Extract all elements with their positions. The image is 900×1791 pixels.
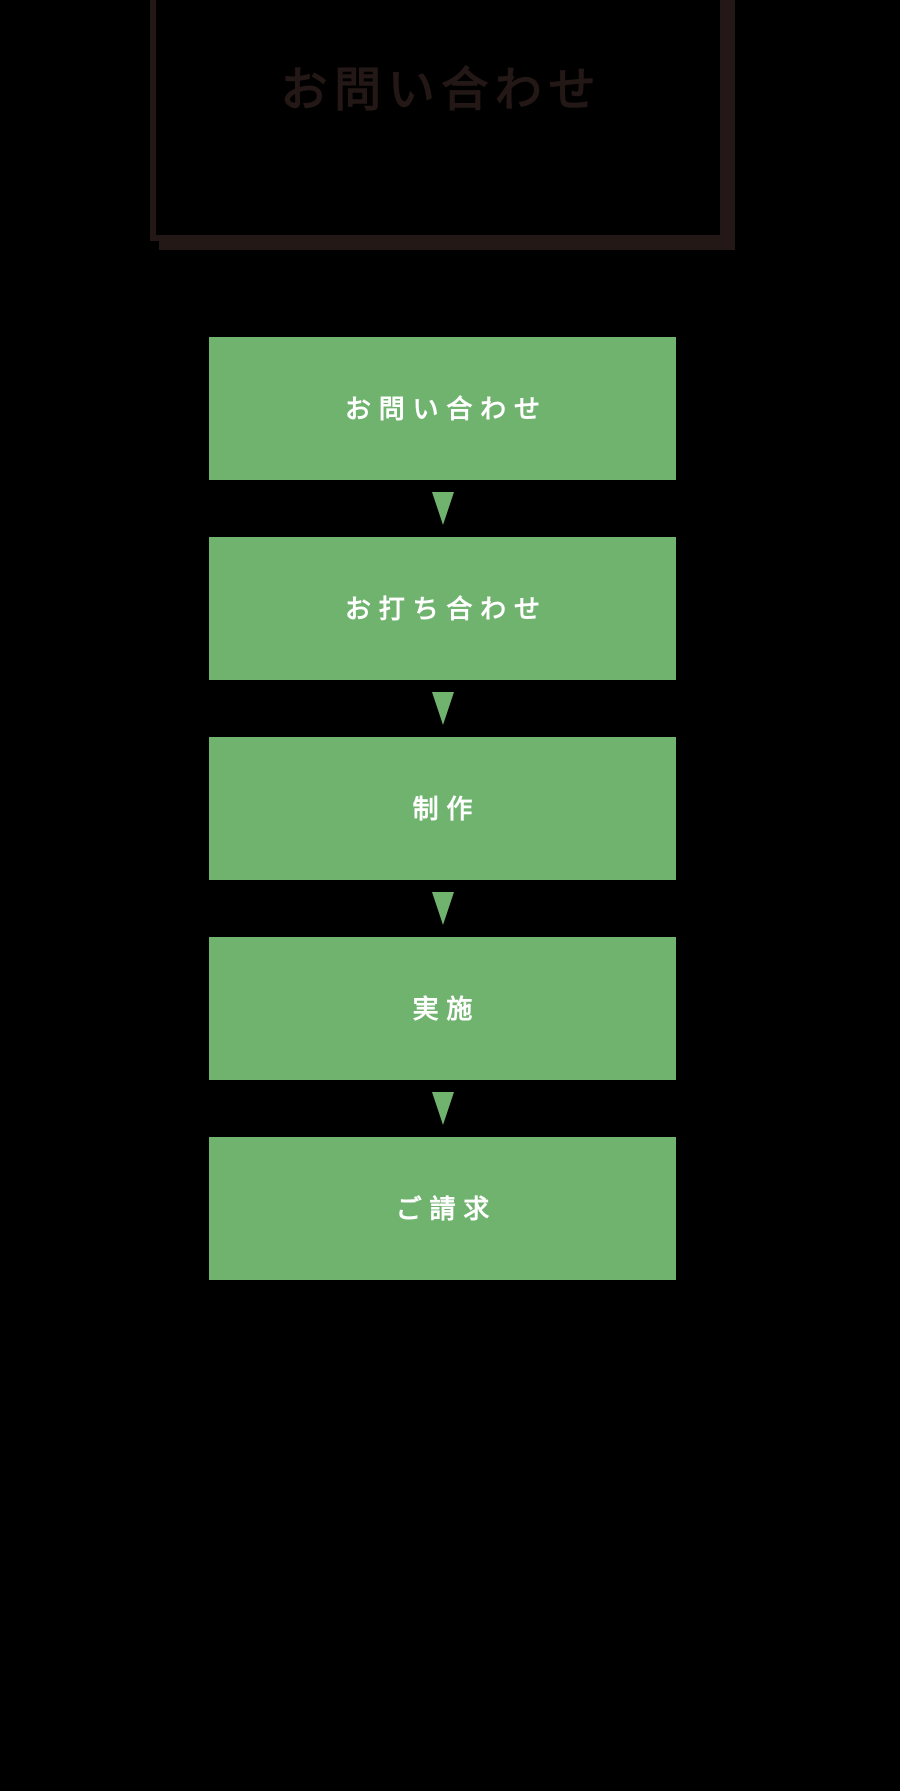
triangle-down-icon bbox=[431, 892, 454, 925]
flow-connector bbox=[209, 480, 676, 537]
flow-step-execution[interactable]: 実施 bbox=[209, 937, 676, 1080]
process-flow-diagram: お問い合わせ お打ち合わせ 制作 実施 ご請求 bbox=[209, 337, 676, 1280]
flow-step-label: ご請求 bbox=[395, 1193, 498, 1224]
flow-step-label: お問い合わせ bbox=[344, 393, 548, 424]
flow-step-inquiry[interactable]: お問い合わせ bbox=[209, 337, 676, 480]
flow-connector bbox=[209, 880, 676, 937]
flow-connector bbox=[209, 680, 676, 737]
flow-step-label: お打ち合わせ bbox=[344, 593, 548, 624]
section-heading-frame: お問い合わせ bbox=[150, 0, 735, 250]
triangle-down-icon bbox=[431, 1092, 454, 1125]
flow-step-billing[interactable]: ご請求 bbox=[209, 1137, 676, 1280]
flow-step-label: 制作 bbox=[412, 793, 481, 824]
page-title: お問い合わせ bbox=[280, 63, 603, 116]
flow-step-meeting[interactable]: お打ち合わせ bbox=[209, 537, 676, 680]
triangle-down-icon bbox=[431, 692, 454, 725]
flow-step-production[interactable]: 制作 bbox=[209, 737, 676, 880]
flow-connector bbox=[209, 1080, 676, 1137]
flow-step-label: 実施 bbox=[412, 993, 481, 1024]
heading-frame-border: お問い合わせ bbox=[150, 0, 726, 241]
triangle-down-icon bbox=[431, 492, 454, 525]
